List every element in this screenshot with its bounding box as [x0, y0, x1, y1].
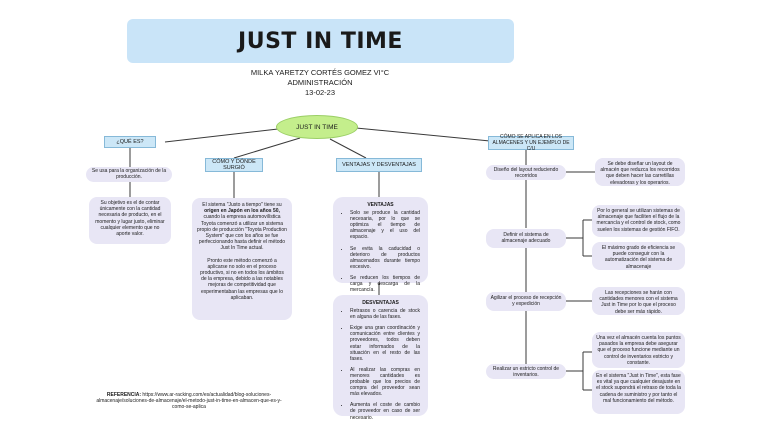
box-ventajas: VENTAJAS Solo se produce la cantidad nec…: [333, 197, 428, 293]
origen-text-b: cuando la empresa automovilística Toyota…: [197, 214, 287, 252]
header-ventajas-label: VENTAJAS Y DESVENTAJAS: [342, 161, 416, 168]
author-date: 13-02-23: [304, 88, 336, 97]
box-objetivo: Su objetivo es el de contar únicamente c…: [89, 197, 171, 244]
box-uso-text: Se usa para la organización de la produc…: [91, 168, 167, 180]
reference: REFERENCIA: https://www.ar-racking.com/e…: [86, 389, 292, 413]
ventajas-list: Solo se produce la cantidad necesaria, p…: [341, 210, 420, 293]
step-recepcion: Agilizar el proceso de recepción y exped…: [486, 292, 566, 311]
example-layout: Se debe diseñar un layout de almacén que…: [595, 158, 685, 186]
header-como-surgio: CÓMO Y DÓNDE SURGIÓ: [205, 158, 263, 172]
example-control-text: Una vez el almacén cuenta los puntos pas…: [596, 335, 681, 366]
box-uso: Se usa para la organización de la produc…: [86, 167, 172, 182]
desventajas-list: Retrasos o carencia de stock en alguna d…: [341, 308, 420, 421]
origen-text-bold: origen en Japón en los años 50,: [204, 208, 280, 215]
step-almacenaje-text: Definir el sistema de almacenaje adecuad…: [501, 232, 551, 245]
step-layout-text: Diseño del layout reduciendo recorridos: [493, 167, 559, 180]
ventajas-title: VENTAJAS: [367, 202, 394, 208]
step-recepcion-text: Agilizar el proceso de recepción y exped…: [490, 295, 562, 308]
header-como-aplica: CÓMO SE APLICA EN LOS ALMACENES Y UN EJE…: [488, 134, 574, 152]
example-recepciones: Las recepciones se harán con cantidades …: [592, 287, 685, 315]
title-banner: JUST IN TIME: [127, 19, 514, 63]
origen-text-a: El sistema "Justo a tiempo" tiene su: [202, 202, 282, 208]
step-inventarios-text: Realizar un estricto control de inventar…: [492, 366, 560, 379]
author-subject: ADMINISTRACIÓN: [287, 78, 353, 87]
example-fase-vital: En el sistema "Just in Time", esta fase …: [592, 370, 685, 414]
origen-paragraph-1: El sistema "Justo a tiempo" tiene su ori…: [197, 202, 287, 252]
step-layout: Diseño del layout reduciendo recorridos: [486, 165, 566, 180]
desventaja-item: Al realizar las compras en menores canti…: [350, 367, 420, 397]
box-objetivo-text: Su objetivo es el de contar únicamente c…: [95, 200, 165, 238]
desventajas-title: DESVENTAJAS: [362, 300, 399, 306]
center-node: JUST IN TIME: [276, 115, 358, 139]
header-que-es-label: ¿QUÉ ES?: [116, 138, 144, 145]
ventaja-item: Se evita la caducidad o deterioro de pro…: [350, 246, 420, 270]
example-fase-vital-text: En el sistema "Just in Time", esta fase …: [596, 373, 681, 404]
origen-paragraph-2: Pronto este método comenzó a aplicarse n…: [200, 257, 284, 301]
header-que-es: ¿QUÉ ES?: [104, 136, 156, 148]
desventaja-item: Exige una gran coordinación y comunicaci…: [350, 325, 420, 362]
author-info: MILKA YARETZY CORTÉS GOMEZ VI°C ADMINIST…: [200, 68, 440, 98]
ventaja-item: Se reducen los tiempos de carga y descar…: [350, 275, 420, 293]
box-desventajas: DESVENTAJAS Retrasos o carencia de stock…: [333, 295, 428, 421]
desventaja-item: Aumenta el coste de cambio de proveedor …: [350, 402, 420, 420]
author-name: MILKA YARETZY CORTÉS GOMEZ VI°C: [250, 68, 390, 77]
example-control: Una vez el almacén cuenta los puntos pas…: [592, 332, 685, 368]
box-origen: El sistema "Justo a tiempo" tiene su ori…: [192, 198, 292, 320]
example-layout-text: Se debe diseñar un layout de almacén que…: [600, 161, 680, 186]
center-node-label: JUST IN TIME: [296, 123, 338, 131]
reference-label: REFERENCIA:: [106, 392, 142, 398]
example-fifo-text: Por lo general se utilizan sistemas de a…: [596, 208, 681, 233]
step-inventarios: Realizar un estricto control de inventar…: [486, 364, 566, 379]
header-como-surgio-label: CÓMO Y DÓNDE SURGIÓ: [212, 158, 256, 172]
page-title: JUST IN TIME: [238, 28, 403, 54]
example-automatizacion-text: El máximo grado de eficiencia se puede c…: [601, 245, 676, 270]
header-ventajas: VENTAJAS Y DESVENTAJAS: [336, 158, 422, 172]
desventaja-item: Retrasos o carencia de stock en alguna d…: [350, 308, 420, 320]
header-como-aplica-label: CÓMO SE APLICA EN LOS ALMACENES Y UN EJE…: [492, 134, 570, 152]
step-almacenaje: Definir el sistema de almacenaje adecuad…: [486, 229, 566, 248]
example-automatizacion: El máximo grado de eficiencia se puede c…: [592, 242, 685, 270]
reference-url: https://www.ar-racking.com/es/actualidad…: [96, 392, 282, 410]
example-fifo: Por lo general se utilizan sistemas de a…: [592, 205, 685, 237]
ventaja-item: Solo se produce la cantidad necesaria, p…: [350, 210, 420, 240]
example-recepciones-text: Las recepciones se harán con cantidades …: [599, 290, 678, 315]
